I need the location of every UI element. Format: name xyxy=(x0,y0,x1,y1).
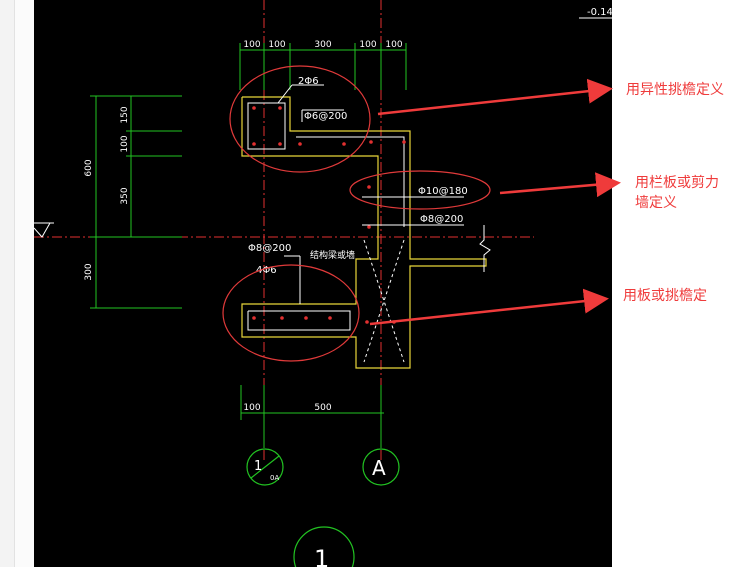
highlight-ellipse-top xyxy=(229,65,371,173)
level-marker xyxy=(34,222,54,238)
axis-1-top: 1 xyxy=(254,459,262,474)
label-4phi6: 4Φ6 xyxy=(256,265,277,276)
wall-cross xyxy=(363,239,405,363)
annotation-parapet-line2: 墙定义 xyxy=(635,195,677,211)
left-dimensions xyxy=(90,95,182,309)
axis-bubble-1 xyxy=(246,448,284,486)
concrete-outline xyxy=(241,96,487,369)
dim-top-4: 100 xyxy=(359,40,376,50)
rebar-dots xyxy=(252,106,406,324)
highlight-ellipses xyxy=(222,65,491,362)
dim-left-3: 350 xyxy=(120,187,130,204)
highlight-ellipse-middle xyxy=(349,170,491,210)
cad-canvas: -0.140 100 100 300 100 100 600 150 100 3… xyxy=(34,0,612,567)
axis-bottom-label: 1 xyxy=(314,545,329,567)
section-outline xyxy=(241,96,487,369)
annotation-special-eave: 用异性挑檐定义 xyxy=(626,82,724,98)
dim-top-3: 300 xyxy=(314,40,331,50)
axis-a-label: A xyxy=(372,456,386,480)
axis-bubble-a xyxy=(362,448,400,486)
canvas-margin xyxy=(15,0,34,567)
annotation-parapet-line1: 用栏板或剪力 xyxy=(635,175,719,191)
dim-bottom-2: 500 xyxy=(314,403,331,413)
label-structural: 结构梁或墙 xyxy=(310,249,355,261)
dim-left-lower: 300 xyxy=(84,263,94,280)
label-phi6-200: Φ6@200 xyxy=(304,111,347,122)
axis-bubbles xyxy=(246,448,400,567)
axis-bubble-bottom xyxy=(293,526,355,567)
label-2phi6: 2Φ6 xyxy=(298,76,319,87)
annotation-slab-eave: 用板或挑檐定 xyxy=(623,288,707,304)
wall-break xyxy=(479,225,491,272)
axis-1-bottom: 0A xyxy=(270,474,279,482)
axis-lines xyxy=(34,0,534,460)
dim-top-1: 100 xyxy=(243,40,260,50)
elevation-text: -0.140 xyxy=(587,7,612,18)
label-phi8-200-right: Φ8@200 xyxy=(420,214,463,225)
dim-bottom-1: 100 xyxy=(243,403,260,413)
cad-drawing: -0.140 100 100 300 100 100 600 150 100 3… xyxy=(34,0,612,567)
top-dimensions xyxy=(239,43,407,90)
label-phi10-180: Φ10@180 xyxy=(418,186,468,197)
label-phi8-200-left: Φ8@200 xyxy=(248,243,291,254)
dim-left-1: 150 xyxy=(120,106,130,123)
elevation-marker: -0.140 xyxy=(579,7,612,19)
dim-top-5: 100 xyxy=(385,40,402,50)
left-scroll-gutter xyxy=(0,0,15,567)
dim-top-2: 100 xyxy=(268,40,285,50)
dim-left-total: 600 xyxy=(84,159,94,176)
label-underlines xyxy=(362,196,464,226)
dim-left-2: 100 xyxy=(120,135,130,152)
bottom-dimensions xyxy=(240,385,384,448)
annotation-parapet-wall: 用栏板或剪力 墙定义 xyxy=(635,173,719,213)
highlight-ellipse-bottom xyxy=(222,264,360,362)
